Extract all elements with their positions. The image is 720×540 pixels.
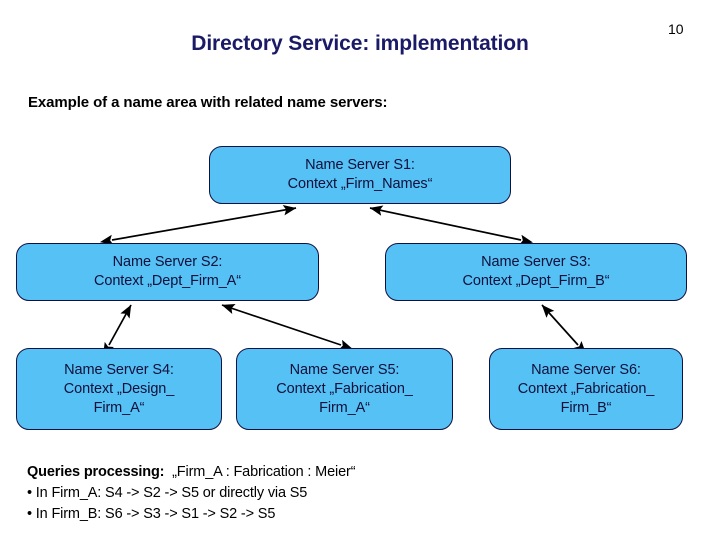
edge-s3-s6	[541, 304, 587, 355]
page-title: Directory Service: implementation	[191, 32, 529, 55]
slide-subtitle: Example of a name area with related name…	[28, 94, 388, 111]
node-s6-line1: Name Server S6:	[531, 361, 641, 378]
notes-heading: Queries processing:	[27, 464, 165, 480]
node-name-server-s1[interactable]: Name Server S1: Context „Firm_Names“	[209, 146, 511, 204]
edge-s2-s5	[221, 304, 353, 350]
node-s4-line3: Firm_A“	[93, 399, 145, 416]
node-name-server-s4[interactable]: Name Server S4: Context „Design_ Firm_A“	[16, 348, 222, 430]
edge-s2-s4	[103, 304, 132, 356]
node-s5-line2: Context „Fabrication_	[276, 380, 413, 397]
node-name-server-s6[interactable]: Name Server S6: Context „Fabrication_ Fi…	[489, 348, 683, 430]
node-s2-line1: Name Server S2:	[112, 254, 223, 270]
node-s4-line2: Context „Design_	[63, 380, 175, 397]
notes-heading-line: Queries processing: „Firm_A : Fabricatio…	[27, 462, 647, 483]
node-name-server-s5[interactable]: Name Server S5: Context „Fabrication_ Fi…	[236, 348, 453, 430]
node-s2-line2: Context „Dept_Firm_A“	[94, 273, 241, 289]
notes-bullet-1: • In Firm_A: S4 -> S2 -> S5 or directly …	[27, 485, 308, 501]
node-s6-line2: Context „Fabrication_	[517, 380, 655, 397]
node-s6-line3: Firm_B“	[560, 399, 612, 416]
node-s3-line2: Context „Dept_Firm_B“	[462, 273, 610, 289]
edge-s1-s2	[99, 204, 297, 246]
node-s1-line1: Name Server S1:	[305, 157, 415, 173]
node-name-server-s2[interactable]: Name Server S2: Context „Dept_Firm_A“	[16, 243, 319, 301]
queries-processing-notes: Queries processing: „Firm_A : Fabricatio…	[27, 462, 647, 525]
node-name-server-s3[interactable]: Name Server S3: Context „Dept_Firm_B“	[385, 243, 687, 301]
node-s1-line2: Context „Firm_Names“	[287, 176, 433, 192]
node-s4-line1: Name Server S4:	[64, 361, 174, 378]
page-number: 10	[668, 21, 684, 37]
notes-bullet-2: • In Firm_B: S6 -> S3 -> S1 -> S2 -> S5	[27, 506, 276, 522]
notes-query: „Firm_A : Fabrication : Meier“	[164, 464, 356, 480]
node-s3-line1: Name Server S3:	[481, 254, 591, 270]
node-s5-line3: Firm_A“	[319, 399, 370, 416]
node-s5-line1: Name Server S5:	[289, 361, 400, 378]
edge-s1-s3	[369, 205, 533, 246]
